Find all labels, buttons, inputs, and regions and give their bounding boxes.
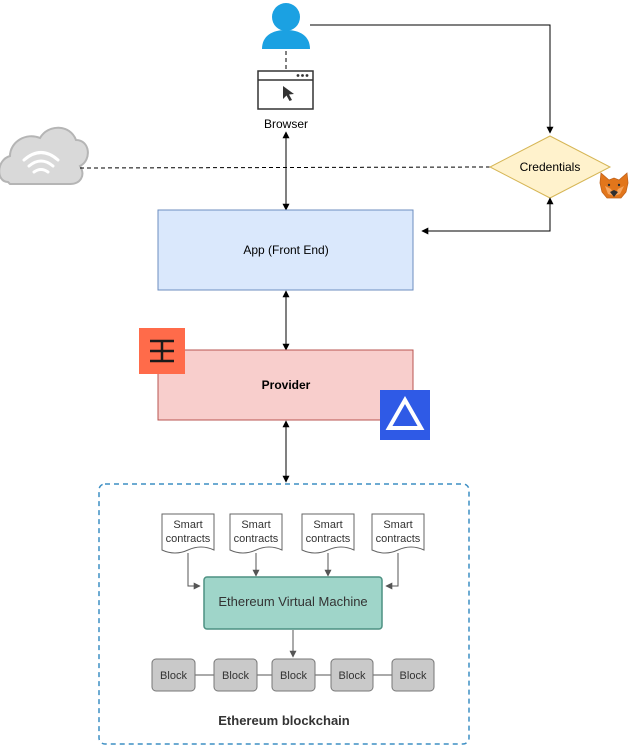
contract-label-line1: Smart	[313, 519, 342, 531]
block-label: Block	[160, 670, 187, 682]
smart-contract-doc	[161, 513, 215, 554]
infura-logo	[139, 328, 185, 374]
user-icon	[262, 3, 310, 49]
block-label: Block	[222, 670, 249, 682]
cloud-wifi-icon	[0, 126, 89, 185]
contract-evm-arrow	[385, 553, 399, 590]
provider-box	[157, 349, 414, 421]
evm-box	[203, 576, 383, 630]
browser-window-icon	[257, 70, 314, 110]
evm-label: Ethereum Virtual Machine	[218, 594, 367, 609]
ethereum-blockchain-container	[98, 483, 470, 745]
block-label: Block	[400, 670, 427, 682]
app-label: App (Front End)	[243, 243, 328, 257]
user-credentials-arrow	[310, 24, 554, 134]
block	[213, 658, 258, 692]
block-label: Block	[339, 670, 366, 682]
contract-label-line1: Smart	[173, 519, 202, 531]
contract-label-line2: contracts	[234, 533, 279, 545]
contract-label-line2: contracts	[376, 533, 421, 545]
app-front-end-box	[157, 209, 414, 291]
block	[271, 658, 316, 692]
contract-label-line2: contracts	[306, 533, 351, 545]
block-label: Block	[280, 670, 307, 682]
block	[391, 658, 435, 692]
metamask-fox-icon	[599, 172, 629, 199]
smart-contract-doc	[371, 513, 425, 554]
block	[330, 658, 374, 692]
credentials-label: Credentials	[520, 160, 581, 174]
contract-evm-arrow	[187, 553, 201, 590]
smart-contract-doc	[301, 513, 355, 554]
credentials-app-arrow	[421, 197, 554, 235]
contract-label-line2: contracts	[166, 533, 211, 545]
ethereum-blockchain-title: Ethereum blockchain	[218, 713, 350, 728]
cloud-credentials-link	[79, 166, 491, 169]
block	[151, 658, 196, 692]
contract-label-line1: Smart	[383, 519, 412, 531]
alchemy-logo	[380, 390, 430, 440]
provider-label: Provider	[262, 378, 311, 392]
contract-label-line1: Smart	[241, 519, 270, 531]
smart-contract-doc	[229, 513, 283, 554]
browser-label: Browser	[264, 117, 308, 131]
